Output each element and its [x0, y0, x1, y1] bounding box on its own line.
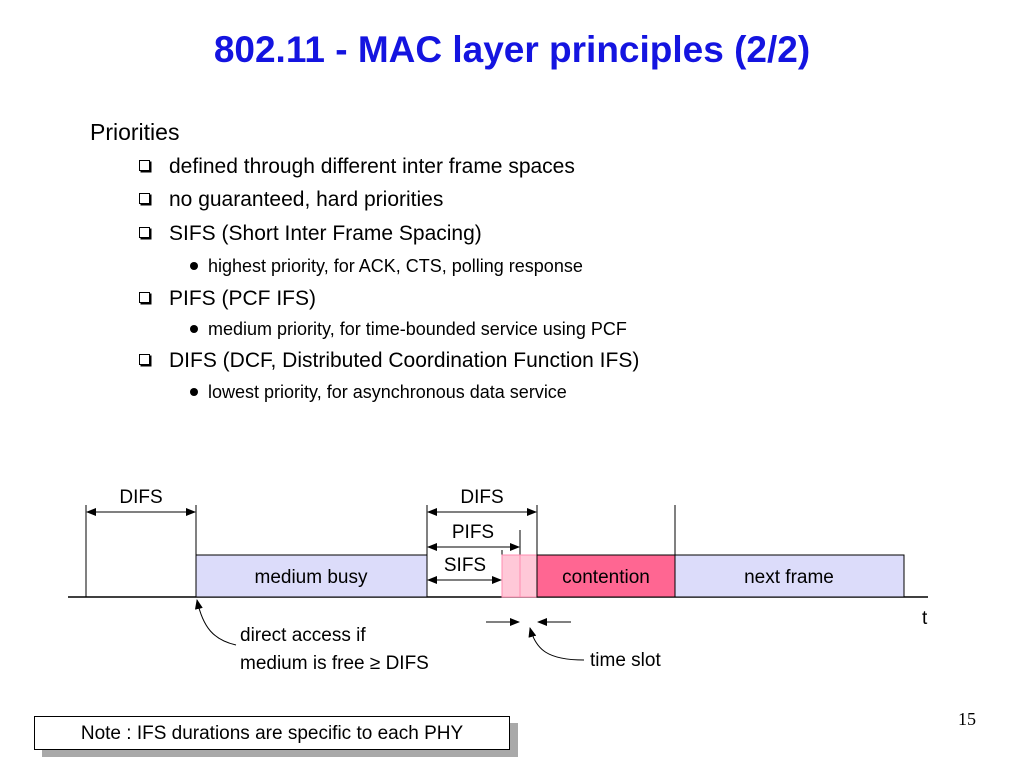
sub-bullet-item: highest priority, for ACK, CTS, polling …: [190, 255, 583, 277]
time-slot-block: [501, 554, 521, 598]
bullet-list: Priorities defined through different int…: [90, 119, 639, 403]
square-bullet-icon: [139, 160, 150, 171]
direct-access-pointer: [194, 599, 237, 646]
square-bullet-icon: [139, 227, 150, 238]
sub-bullet-text: medium priority, for time-bounded servic…: [208, 319, 627, 339]
sub-bullet-text: highest priority, for ACK, CTS, polling …: [208, 256, 583, 276]
contention-block: [536, 554, 676, 598]
page-number: 15: [958, 709, 976, 729]
pifs-label: PIFS: [452, 522, 494, 543]
next-frame-label: next frame: [744, 567, 834, 588]
time-axis-label: t: [922, 608, 928, 629]
bullet-text: defined through different inter frame sp…: [169, 155, 575, 178]
square-bullet-icon: [139, 292, 150, 303]
medium-busy-block: [195, 554, 428, 598]
sub-bullet-text: lowest priority, for asynchronous data s…: [208, 382, 567, 402]
dot-bullet-icon: [190, 262, 198, 270]
difs-left-label: DIFS: [119, 487, 162, 508]
square-bullet-icon: [139, 193, 150, 204]
bullet-text: PIFS (PCF IFS): [169, 287, 316, 310]
sub-bullet-item: medium priority, for time-bounded servic…: [190, 318, 627, 340]
direct-access-line2: medium is free ≥ DIFS: [240, 653, 429, 674]
sifs-label: SIFS: [444, 555, 486, 576]
direct-access-line1: direct access if: [240, 625, 366, 646]
bullet-item: no guaranteed, hard priorities: [139, 187, 443, 213]
dot-bullet-icon: [190, 388, 198, 396]
time-slot-block: [519, 554, 538, 598]
bullet-heading-priorities: Priorities: [90, 119, 180, 145]
bullet-item: PIFS (PCF IFS): [139, 286, 316, 312]
slide-title: 802.11 - MAC layer principles (2/2): [213, 29, 811, 70]
contention-label: contention: [562, 567, 650, 588]
bullet-item: defined through different inter frame sp…: [139, 154, 575, 180]
medium-busy-label: medium busy: [255, 567, 368, 588]
square-bullet-icon: [139, 354, 150, 365]
time-slot-pointer: [528, 627, 585, 661]
bullet-text: DIFS (DCF, Distributed Coordination Func…: [169, 349, 640, 372]
dot-bullet-icon: [190, 325, 198, 333]
bullet-item: DIFS (DCF, Distributed Coordination Func…: [139, 348, 639, 374]
time-slot-label: time slot: [590, 650, 661, 671]
bullet-text: no guaranteed, hard priorities: [169, 188, 444, 211]
difs-right-label: DIFS: [460, 487, 503, 508]
note-box: Note : IFS durations are specific to eac…: [34, 716, 510, 750]
bullet-text: SIFS (Short Inter Frame Spacing): [169, 222, 482, 245]
bullet-item: SIFS (Short Inter Frame Spacing): [139, 221, 482, 247]
sub-bullet-item: lowest priority, for asynchronous data s…: [190, 381, 567, 403]
next-frame-block: [674, 554, 905, 598]
